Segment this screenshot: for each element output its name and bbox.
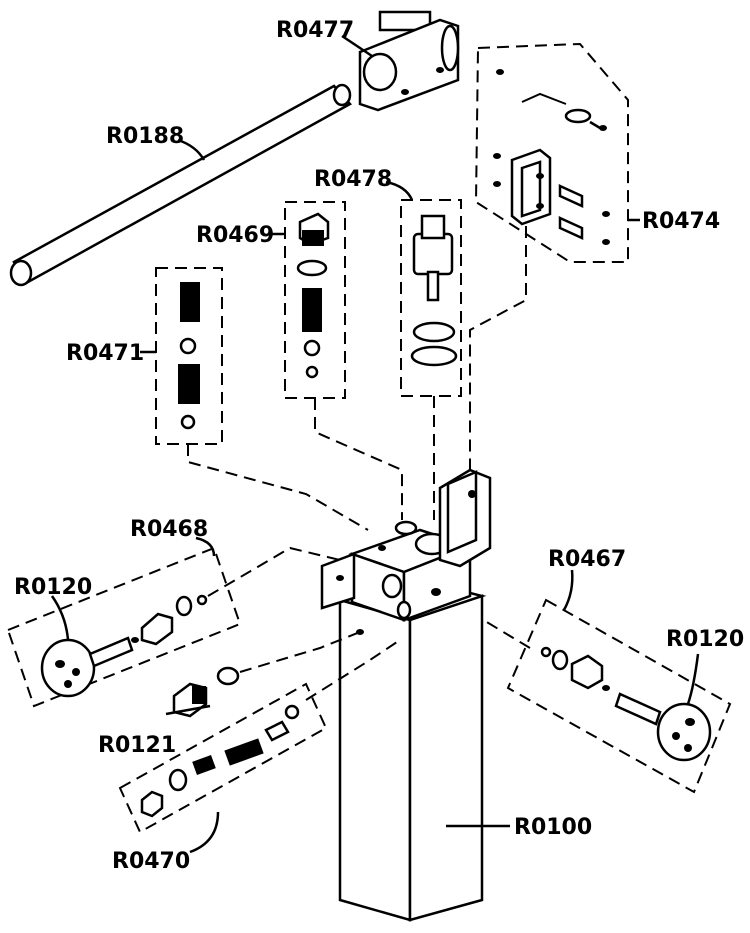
part-r0188-rod xyxy=(9,83,352,287)
leader-lines xyxy=(50,34,700,854)
part-r0468-group xyxy=(6,546,341,708)
part-r0478-group xyxy=(400,199,462,520)
part-r0100-body xyxy=(320,468,492,922)
label-r0469: R0469 xyxy=(196,223,274,248)
label-r0478: R0478 xyxy=(314,167,392,192)
label-r0188: R0188 xyxy=(106,124,184,149)
part-r0471-group xyxy=(155,267,369,531)
part-r0477-bracket xyxy=(358,10,504,112)
label-r0468: R0468 xyxy=(130,517,208,542)
label-r0467: R0467 xyxy=(548,547,626,572)
part-r0467-group xyxy=(443,597,732,794)
part-r0121-plug xyxy=(172,631,361,718)
part-r0474-group xyxy=(469,42,629,470)
part-labels: R0477 R0188 R0478 R0469 R0474 R0471 R046… xyxy=(14,18,744,874)
label-r0120-right: R0120 xyxy=(666,627,744,652)
part-r0470-group xyxy=(118,639,401,834)
part-r0469-group xyxy=(284,201,403,520)
label-r0100: R0100 xyxy=(514,815,592,840)
label-r0477: R0477 xyxy=(276,18,354,43)
label-r0120-left: R0120 xyxy=(14,575,92,600)
label-r0474: R0474 xyxy=(642,209,720,234)
label-r0121: R0121 xyxy=(98,733,176,758)
label-r0471: R0471 xyxy=(66,341,144,366)
label-r0470: R0470 xyxy=(112,849,190,874)
